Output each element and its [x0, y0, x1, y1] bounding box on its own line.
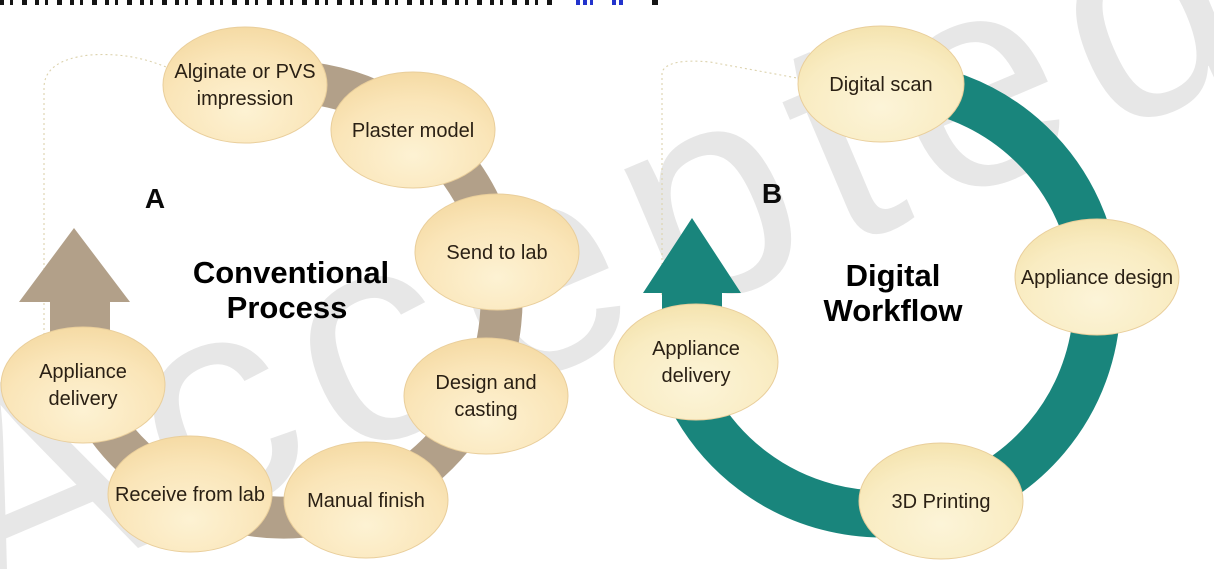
- node-label-line: Plaster model: [352, 120, 474, 142]
- node-label-line: Appliance: [39, 361, 127, 383]
- node-receive-from-lab: Receive from lab: [107, 435, 273, 553]
- node-digital-scan: Digital scan: [797, 25, 965, 143]
- node-ellipse: [107, 435, 273, 553]
- node-label-line: Send to lab: [446, 242, 547, 264]
- node-plaster-model: Plaster model: [330, 71, 496, 189]
- node-label-line: Appliance design: [1021, 267, 1173, 289]
- cycle-ring-b: [646, 60, 1121, 538]
- node-send-to-lab: Send to lab: [414, 193, 580, 311]
- panel-a-title-line-2: Process: [227, 290, 348, 325]
- clipped-text-fragment: [652, 0, 658, 5]
- clipped-link-fragment: [576, 0, 593, 5]
- panel-a-conventional-process: Alginate or PVS impression Plaster model…: [0, 26, 580, 559]
- node-ellipse: [0, 326, 166, 444]
- cycle-arrow-up-a: [19, 228, 130, 352]
- panel-a-label: A: [145, 183, 165, 214]
- node-ellipse: [797, 25, 965, 143]
- node-ellipse: [414, 193, 580, 311]
- clipped-text-fragments: [0, 0, 558, 5]
- node-label-line: Receive from lab: [115, 484, 265, 506]
- node-label-line: Manual finish: [307, 490, 425, 512]
- node-label-line: delivery: [49, 388, 118, 410]
- panel-a-title-line-1: Conventional: [193, 255, 389, 290]
- node-ellipse: [613, 303, 779, 421]
- node-label-line: casting: [454, 399, 517, 421]
- node-alginate-impression: Alginate or PVS impression: [162, 26, 328, 144]
- node-appliance-delivery-a: Appliance delivery: [0, 326, 166, 444]
- clipped-text-line: [0, 0, 1214, 7]
- clipped-link-fragment: [612, 0, 625, 5]
- cycle-arrow-up-b: [643, 218, 741, 334]
- node-appliance-delivery-b: Appliance delivery: [613, 303, 779, 421]
- panel-b-title-line-1: Digital: [846, 258, 941, 293]
- panel-b-label: B: [762, 178, 782, 209]
- node-label-line: Design and: [435, 372, 536, 394]
- node-label-line: delivery: [662, 365, 731, 387]
- node-label-line: Digital scan: [829, 74, 932, 96]
- node-label-line: impression: [197, 88, 294, 110]
- node-ellipse: [330, 71, 496, 189]
- node-ellipse: [403, 337, 569, 455]
- node-appliance-design: Appliance design: [1014, 218, 1180, 336]
- node-label-line: Alginate or PVS: [174, 61, 315, 83]
- node-label-line: Appliance: [652, 338, 740, 360]
- node-3d-printing: 3D Printing: [858, 442, 1024, 560]
- panel-b-digital-workflow: Digital scan Appliance design 3D Printin…: [613, 25, 1180, 560]
- node-label-line: 3D Printing: [892, 491, 991, 513]
- node-manual-finish: Manual finish: [283, 441, 449, 559]
- node-ellipse: [283, 441, 449, 559]
- node-ellipse: [162, 26, 328, 144]
- faint-guide-outline-b: [661, 60, 798, 295]
- node-ellipse: [1014, 218, 1180, 336]
- node-ellipse: [858, 442, 1024, 560]
- panel-b-title-line-2: Workflow: [824, 293, 964, 328]
- node-design-and-casting: Design and casting: [403, 337, 569, 455]
